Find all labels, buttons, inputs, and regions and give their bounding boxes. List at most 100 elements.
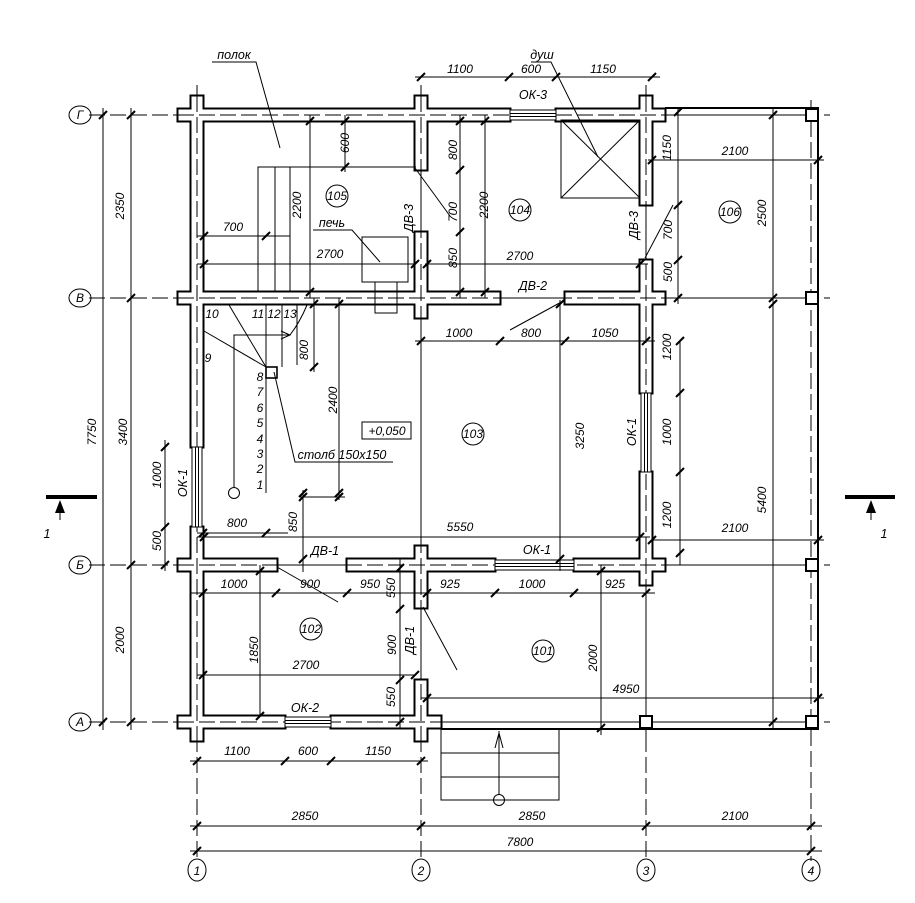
dimension-line (421, 693, 824, 703)
label-stolb: столб 150х150 (298, 448, 387, 462)
axis-lines-in-walls (178, 96, 812, 741)
room-marker-circle (299, 617, 323, 641)
dimension-label: 700 (446, 202, 460, 222)
room-number-r103: 103 (463, 427, 483, 441)
dimension-label: 2400 (326, 386, 340, 414)
opening-label-ok2: ОК-2 (291, 701, 319, 715)
room-number-r106: 106 (720, 205, 740, 219)
post (805, 108, 819, 122)
section-mark-right (845, 495, 895, 520)
dimension-label: 700 (223, 220, 243, 234)
post-150x150 (265, 366, 278, 379)
room-marker-circle (461, 422, 485, 446)
dimension-label: 500 (150, 531, 164, 551)
dimension-line (422, 259, 648, 269)
dimension-label: 1000 (150, 461, 164, 488)
opening-label-dv1_a: ДВ-1 (309, 544, 339, 558)
dimension-label: 2500 (755, 199, 769, 227)
opening-label-ok1_left: ОК-1 (176, 469, 190, 497)
dimension-label: 5400 (755, 486, 769, 513)
dimension-label: 2700 (292, 658, 320, 672)
dimension-label: 900 (385, 635, 399, 655)
dimension-label: 800 (227, 516, 247, 530)
section-label-right: 1 (881, 527, 888, 541)
dimension-line (197, 259, 420, 269)
dimension-label: 1850 (247, 636, 261, 663)
dimension-line (197, 231, 290, 241)
axis-bubble (68, 105, 92, 125)
dimension-line (673, 107, 683, 304)
dimension-label: 850 (286, 512, 300, 532)
dimension-line (555, 299, 565, 571)
dimension-line (415, 72, 660, 82)
post (805, 291, 819, 305)
dimension-lines (98, 72, 824, 856)
dimension-label: 2100 (721, 809, 749, 823)
dimension-line (190, 756, 428, 766)
stair-step-number: 6 (257, 401, 264, 415)
room-number-r102: 102 (301, 622, 321, 636)
window (494, 559, 575, 571)
entrance-steps (440, 728, 560, 806)
room-number-r101: 101 (533, 644, 553, 658)
dimension-label: 850 (446, 248, 460, 268)
axis-bubble (68, 712, 92, 732)
dimension-label: 4950 (613, 682, 640, 696)
axis-label-row: А (75, 715, 84, 729)
dimension-label: 550 (384, 687, 398, 707)
stair-step-number: 13 (283, 307, 297, 321)
dimension-label: 5550 (447, 520, 474, 534)
axis-bubble (411, 858, 431, 882)
dimension-label: 1150 (590, 62, 616, 76)
stove (361, 236, 409, 314)
dimension-label: 600 (521, 62, 541, 76)
axis-bubble (68, 288, 92, 308)
dimension-line (98, 108, 108, 730)
dimension-label: 900 (300, 577, 320, 591)
dimension-label: 2350 (113, 192, 127, 220)
dimension-line (197, 670, 420, 680)
stair-step-number: 11 (252, 307, 264, 321)
dimension-line (298, 488, 308, 572)
opening-label-dv3_a: ДВ-3 (402, 204, 416, 234)
dimension-line (675, 336, 685, 565)
dimension-label: 1000 (519, 577, 546, 591)
dimension-line (647, 155, 824, 165)
dimension-line (255, 565, 265, 721)
dimension-line (415, 336, 655, 346)
dimension-label: 1000 (660, 418, 674, 445)
dimension-label: 2000 (586, 644, 600, 672)
dimension-label: 800 (297, 340, 311, 360)
sauna-bench (257, 166, 416, 292)
opening-label-dv3_b: ДВ-3 (627, 211, 641, 241)
dimension-label: 700 (661, 220, 675, 240)
axis-label-col: 3 (643, 864, 650, 878)
dimension-label: 600 (298, 744, 318, 758)
window (640, 392, 652, 473)
axis-bubble (801, 858, 821, 882)
dimension-line (190, 588, 655, 598)
dimension-line (340, 115, 350, 172)
dimension-label: 1100 (224, 744, 250, 758)
dimension-label: 1150 (660, 135, 674, 161)
section-label-left: 1 (44, 527, 51, 541)
window (284, 716, 332, 728)
dimension-label: 1000 (221, 577, 248, 591)
dimension-line (160, 440, 170, 571)
dimension-line (334, 298, 344, 500)
stair-step-number: 10 (205, 307, 219, 321)
stair-start-circle (228, 487, 240, 499)
dimension-label: 2850 (291, 809, 319, 823)
axis-bubble (187, 858, 207, 882)
stair-step-number: 9 (205, 351, 212, 365)
stair-step-number: 3 (257, 447, 264, 461)
level-mark (361, 421, 412, 440)
axis-label-row: Б (76, 558, 84, 572)
axis-bubble (636, 858, 656, 882)
level-mark-label: +0,050 (368, 424, 405, 438)
room-and-axis-markers (68, 105, 821, 882)
stair-step-number: 2 (256, 462, 264, 476)
dimension-label: 2100 (721, 521, 749, 535)
